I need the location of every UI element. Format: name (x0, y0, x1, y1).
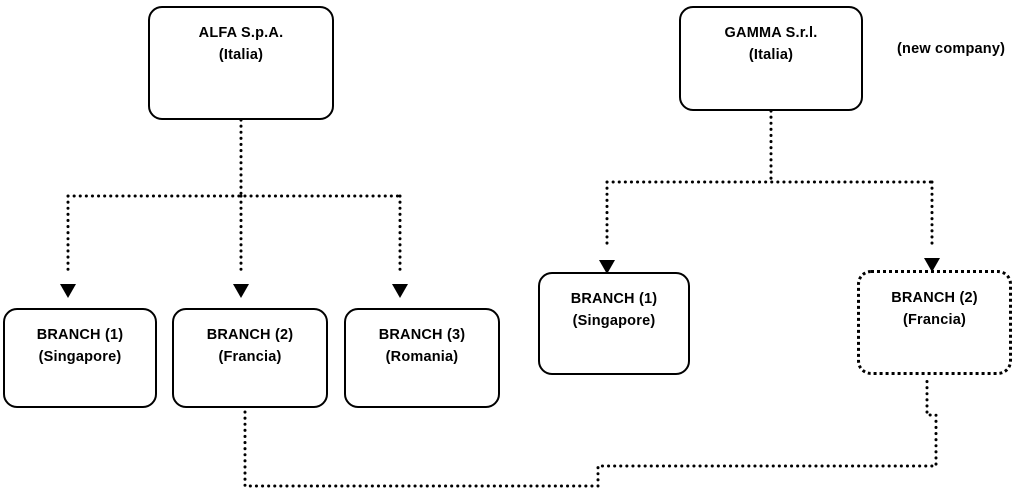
node-branch-2-francia-alfa-line1: BRANCH (2) (206, 327, 294, 343)
node-gamma-srl-line2: (Italia) (748, 47, 794, 64)
node-branch-1-singapore-alfa[interactable]: BRANCH (1) (Singapore) (3, 308, 157, 408)
node-branch-3-romania-alfa-line2: (Romania) (385, 349, 459, 366)
node-branch-2-francia-alfa-line2: (Francia) (218, 349, 282, 366)
arrowhead-to-branch-1-alfa (60, 284, 76, 298)
node-branch-1-singapore-alfa-line2: (Singapore) (38, 349, 122, 366)
node-gamma-srl-line1: GAMMA S.r.l. (724, 25, 818, 41)
node-branch-1-singapore-gamma-line1: BRANCH (1) (570, 291, 658, 307)
node-branch-1-singapore-alfa-line1: BRANCH (1) (36, 327, 124, 343)
node-branch-2-francia-gamma-line2: (Francia) (902, 312, 967, 329)
edge-alfa-to-branches (66, 118, 402, 274)
node-branch-2-francia-alfa[interactable]: BRANCH (2) (Francia) (172, 308, 328, 408)
arrowhead-to-branch-3-alfa (392, 284, 408, 298)
node-alfa-spa-line2: (Italia) (218, 47, 264, 64)
node-branch-3-romania-alfa-line1: BRANCH (3) (378, 327, 466, 343)
edge-gamma-to-branches (605, 109, 934, 248)
node-alfa-spa[interactable]: ALFA S.p.A. (Italia) (148, 6, 334, 120)
node-branch-1-singapore-gamma[interactable]: BRANCH (1) (Singapore) (538, 272, 690, 375)
label-new-company: (new company) (897, 41, 1006, 57)
node-branch-2-francia-gamma-line1: BRANCH (2) (891, 290, 978, 306)
node-branch-1-singapore-gamma-line2: (Singapore) (572, 313, 656, 330)
node-gamma-srl[interactable]: GAMMA S.r.l. (Italia) (679, 6, 863, 111)
node-branch-3-romania-alfa[interactable]: BRANCH (3) (Romania) (344, 308, 500, 408)
arrowhead-to-branch-2-alfa (233, 284, 249, 298)
node-branch-2-francia-gamma[interactable]: BRANCH (2) (Francia) (857, 270, 1012, 375)
node-alfa-spa-line1: ALFA S.p.A. (198, 25, 284, 41)
